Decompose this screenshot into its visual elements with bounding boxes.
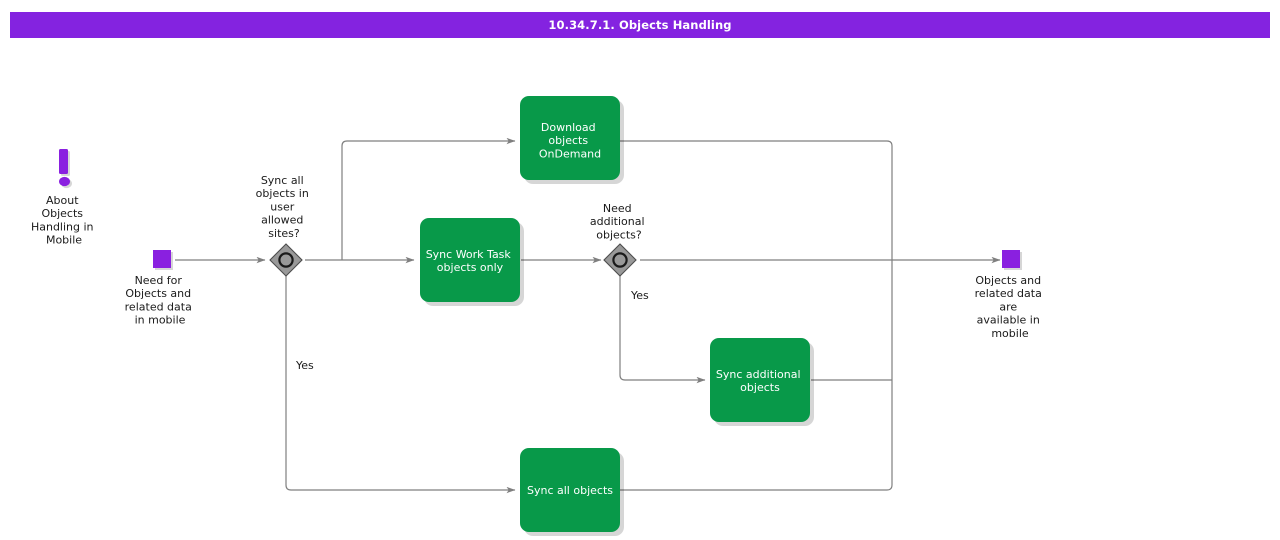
t2-line-0: Sync Work Task bbox=[426, 248, 512, 261]
start-event-line-2: related data bbox=[125, 300, 192, 313]
annotation-label: About Objects Handling in Mobile bbox=[31, 194, 97, 247]
end-event-label: Objects and related data are available i… bbox=[975, 274, 1046, 340]
edge-label-yes-sites: Yes bbox=[295, 359, 314, 372]
start-event-line-3: in mobile bbox=[135, 314, 186, 327]
edge-gateway1-to-download bbox=[341, 137, 516, 260]
edge-gateway2-to-additional bbox=[619, 272, 706, 384]
end-event[interactable]: Objects and related data are available i… bbox=[975, 250, 1046, 340]
gateway-sync-all-sites[interactable]: Sync all objects in user allowed sites? … bbox=[256, 174, 314, 372]
t1-line-1: objects bbox=[548, 134, 588, 147]
task-sync-all-label: Sync all objects bbox=[527, 484, 613, 497]
gw2-line-2: objects? bbox=[596, 228, 642, 241]
task-download-ondemand-label: Download objects OnDemand bbox=[539, 121, 601, 160]
annotation-line-2: Handling in bbox=[31, 220, 94, 233]
task-sync-worktask-box[interactable] bbox=[420, 218, 520, 302]
gateway-need-additional-ring bbox=[612, 252, 628, 268]
task-sync-worktask[interactable]: Sync Work Task objects only bbox=[420, 218, 524, 306]
gw1-line-0: Sync all bbox=[261, 174, 304, 187]
task-sync-all-box[interactable] bbox=[520, 448, 620, 532]
task-sync-additional-label: Sync additional objects bbox=[716, 368, 804, 394]
gw1-line-2: user bbox=[270, 200, 294, 213]
t3-line-1: objects bbox=[740, 381, 780, 394]
connector-layer bbox=[175, 137, 1001, 494]
end-line-2: are bbox=[999, 300, 1017, 313]
task-sync-additional-box[interactable] bbox=[710, 338, 810, 422]
gateway-sync-all-sites-diamond[interactable] bbox=[269, 243, 303, 277]
gw1-line-3: allowed bbox=[261, 214, 303, 227]
start-event-line-0: Need for bbox=[135, 274, 183, 287]
gateway-need-additional-diamond[interactable] bbox=[603, 243, 637, 277]
gw1-line-1: objects in bbox=[256, 187, 309, 200]
start-event[interactable]: Need for Objects and related data in mob… bbox=[125, 250, 196, 327]
page-title-bar: 10.34.7.1. Objects Handling bbox=[10, 12, 1270, 38]
task-sync-additional[interactable]: Sync additional objects bbox=[710, 338, 814, 426]
edge-syncall-to-merge bbox=[620, 260, 893, 491]
end-line-0: Objects and bbox=[975, 274, 1041, 287]
annotation-line-0: About bbox=[46, 194, 79, 207]
gw1-line-4: sites? bbox=[268, 227, 300, 240]
edge-label-yes-additional: Yes bbox=[630, 289, 649, 302]
edge-download-to-merge bbox=[620, 140, 893, 260]
start-event-line-1: Objects and bbox=[125, 287, 191, 300]
exclamation-icon bbox=[59, 149, 68, 174]
end-event-square[interactable] bbox=[1002, 250, 1020, 268]
task-download-ondemand-box[interactable] bbox=[520, 96, 620, 180]
gateway-need-additional[interactable]: Need additional objects? Yes bbox=[590, 202, 649, 302]
page-title: 10.34.7.1. Objects Handling bbox=[548, 18, 732, 32]
gateway-need-additional-label: Need additional objects? bbox=[590, 202, 648, 241]
task-sync-all[interactable]: Sync all objects bbox=[520, 448, 624, 536]
task-sync-worktask-label: Sync Work Task objects only bbox=[426, 248, 515, 274]
t1-line-0: Download bbox=[541, 121, 596, 134]
annotation-line-1: Objects bbox=[41, 207, 83, 220]
start-event-label: Need for Objects and related data in mob… bbox=[125, 274, 196, 327]
end-line-3: available in bbox=[977, 314, 1040, 327]
t2-line-1: objects only bbox=[437, 261, 504, 274]
end-line-4: mobile bbox=[991, 327, 1029, 340]
gw2-line-0: Need bbox=[603, 202, 632, 215]
gw2-line-1: additional bbox=[590, 215, 645, 228]
edge-gateway1-to-syncall bbox=[285, 272, 516, 494]
task-download-ondemand[interactable]: Download objects OnDemand bbox=[520, 96, 624, 184]
t3-line-0: Sync additional bbox=[716, 368, 801, 381]
start-event-square[interactable] bbox=[153, 250, 171, 268]
gateway-sync-all-sites-label: Sync all objects in user allowed sites? bbox=[256, 174, 313, 240]
t4-line-0: Sync all objects bbox=[527, 484, 613, 497]
annotation-objects-handling: About Objects Handling in Mobile bbox=[31, 149, 97, 247]
annotation-line-3: Mobile bbox=[46, 234, 82, 247]
end-line-1: related data bbox=[975, 287, 1042, 300]
gateway-sync-all-sites-ring bbox=[278, 252, 294, 268]
t1-line-2: OnDemand bbox=[539, 147, 601, 160]
